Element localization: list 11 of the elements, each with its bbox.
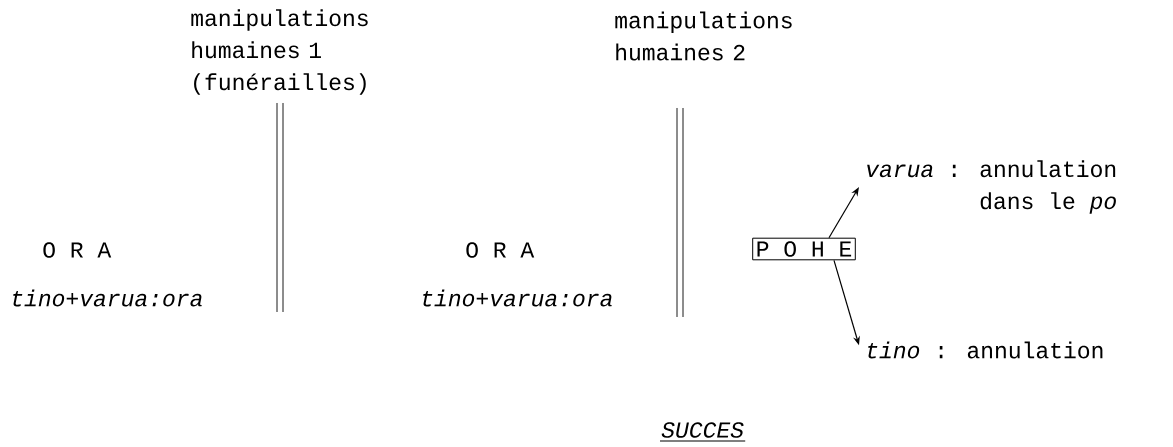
heading-text: manipulations humaines 2 <box>615 11 792 61</box>
label-text: tino+varua:ora <box>13 289 202 307</box>
heading-text: manipulations humaines 1 (funérailles) <box>191 9 368 95</box>
underlined-text: SUCCES <box>659 422 746 442</box>
annotation-text: tino : annulation <box>868 341 1103 359</box>
label-text: tino+varua:ora <box>423 289 612 307</box>
label-text: O R A <box>43 242 112 258</box>
annotation-text: varua : annulation dans le po <box>867 160 1116 214</box>
arrow <box>828 187 859 239</box>
text-box: P O H E <box>752 237 856 261</box>
label-text: O R A <box>466 242 535 258</box>
